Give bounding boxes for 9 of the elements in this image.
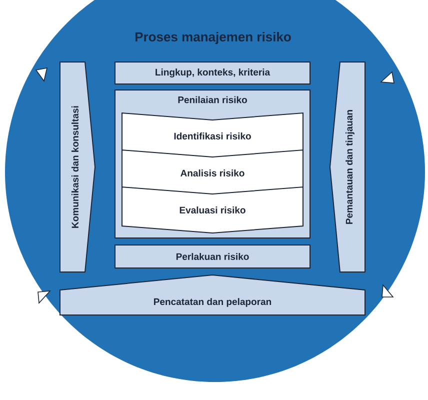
chevron-step: Analisis risiko (122, 149, 304, 196)
process-box: Perlakuan risiko (114, 244, 310, 268)
side-band: Pemantauan dan tinjauan (330, 62, 366, 272)
process-box: Lingkup, konteks, kriteria (114, 62, 310, 84)
base-band: Pencatatan dan pelaporan (60, 274, 366, 316)
side-band: Komunikasi dan konsultasi (60, 62, 96, 272)
chevron-step: Evaluasi risiko (122, 186, 304, 234)
title: Proses manajemen risiko (135, 32, 291, 44)
chevron-step: Identifikasi risiko (122, 112, 304, 160)
